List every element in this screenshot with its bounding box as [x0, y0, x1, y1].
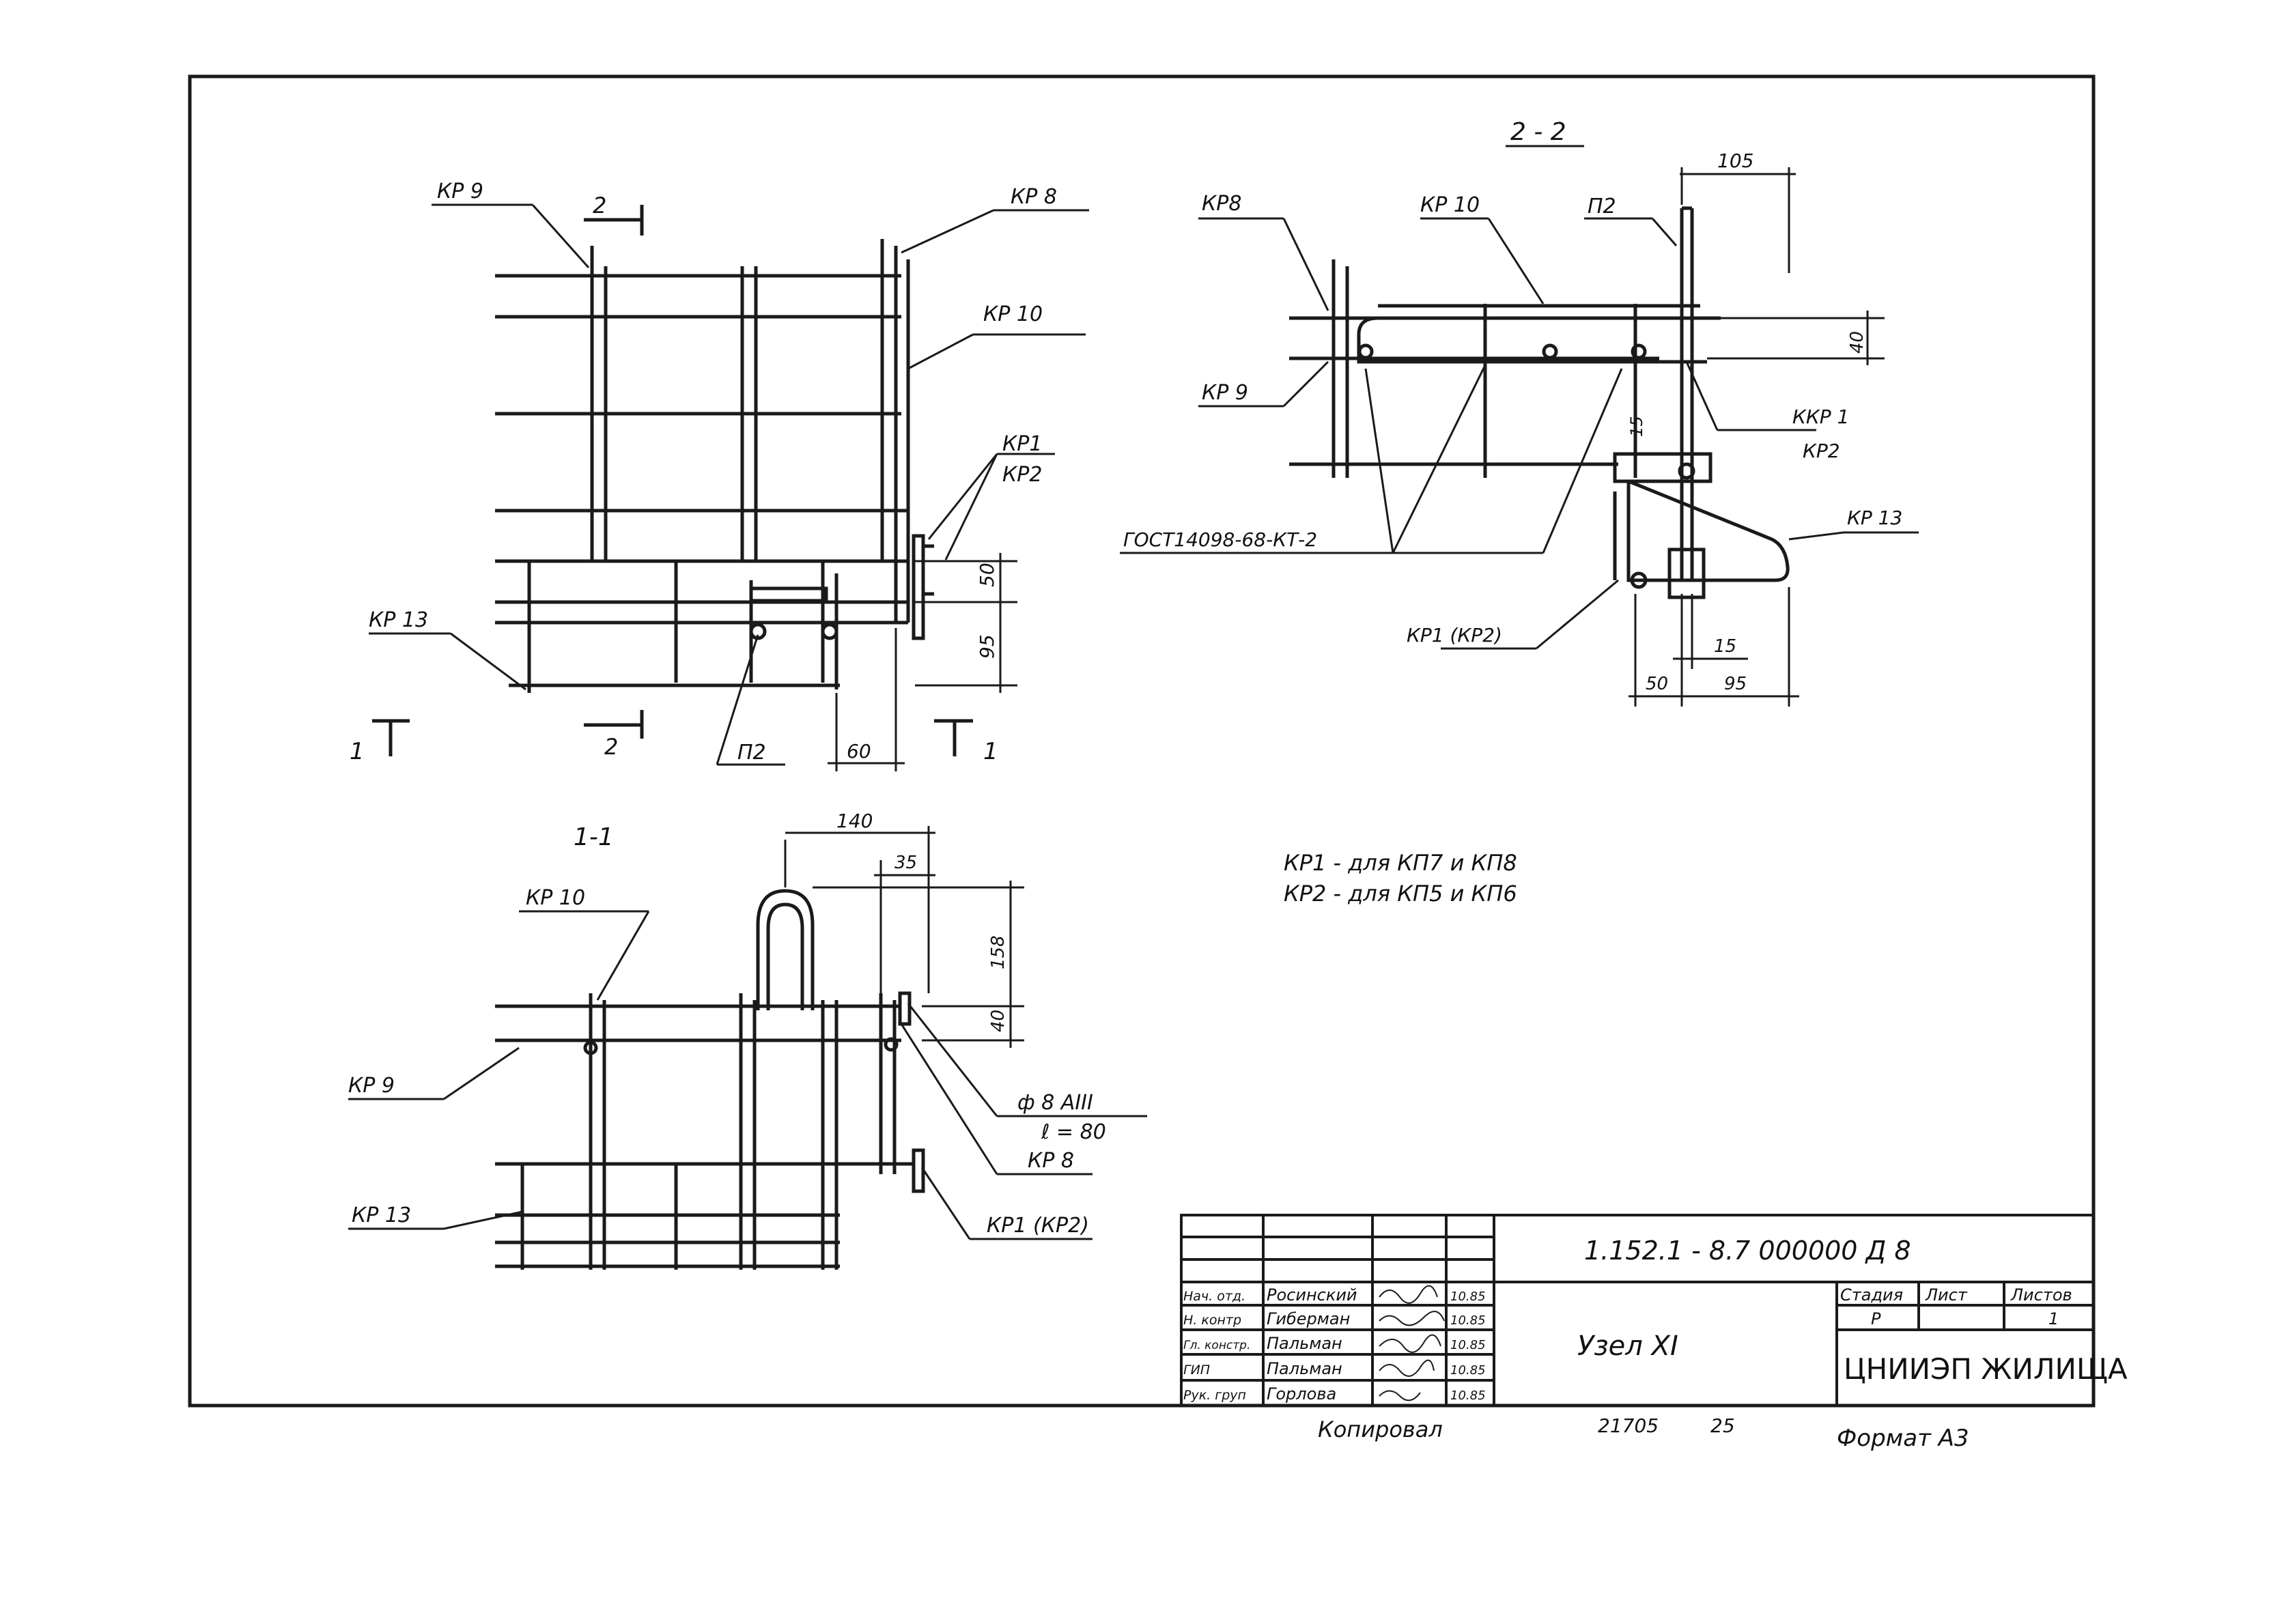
footer-format: Формат А3 — [1837, 1425, 1969, 1452]
row-name: Гиберман — [1267, 1309, 1350, 1328]
signature — [1379, 1334, 1441, 1353]
row-role: ГИП — [1183, 1363, 1210, 1378]
stage-value: Р — [1871, 1309, 1881, 1328]
cut-mark-bottom: 2 — [604, 734, 618, 760]
footer: Копировал 21705 25 Формат А3 — [1318, 1414, 1969, 1452]
s11-label-length: ℓ = 80 — [1041, 1120, 1106, 1144]
s11-label-kr9: КР 9 — [348, 1074, 395, 1098]
footer-copied: Копировал — [1318, 1416, 1443, 1442]
plan-label-p2: П2 — [737, 741, 766, 765]
plan-dim-50: 50 — [976, 562, 998, 587]
stage-header: Стадия — [1840, 1285, 1903, 1305]
s22-label-kr8: КР8 — [1202, 192, 1241, 216]
row-date: 10.85 — [1450, 1290, 1486, 1304]
footer-page: 25 — [1710, 1414, 1735, 1437]
s22-dim-40: 40 — [1847, 331, 1868, 354]
section-1-1-title: 1-1 — [574, 823, 614, 851]
s22-label-kr1kr2: КР1 (КР2) — [1407, 624, 1502, 646]
s22-label-p2: П2 — [1588, 195, 1616, 218]
footer-number: 21705 — [1598, 1414, 1659, 1437]
s11-label-kr13: КР 13 — [352, 1203, 411, 1227]
section-mark-left: 1 — [350, 738, 365, 765]
s22-label-gost: ГОСТ14098-68-КТ-2 — [1123, 528, 1317, 551]
section-2-2-text: 2 - 2 КР8 КР 10 П2 105 40 КР 9 ККР 1 КР2… — [1123, 118, 1902, 694]
s22-label-kr2: КР2 — [1803, 440, 1840, 462]
signature — [1379, 1285, 1438, 1304]
sheet-frame — [188, 74, 2096, 1408]
section-1-1-text: 1-1 140 35 КР 10 158 40 КР 9 ф 8 АIII ℓ … — [348, 810, 1106, 1238]
sheets-header: Листов — [2010, 1285, 2072, 1305]
s22-label-kr13: КР 13 — [1847, 507, 1902, 529]
s11-dim-40: 40 — [988, 1010, 1009, 1032]
s11-label-rebar: ф 8 АIII — [1017, 1091, 1093, 1115]
s11-dim-35: 35 — [894, 853, 917, 873]
s22-dim-50: 50 — [1646, 674, 1668, 694]
s22-dim-15a: 15 — [1627, 416, 1646, 437]
plan-text: КР 9 2 КР 8 КР 10 КР1 КР2 50 95 КР 13 1 … — [350, 180, 1057, 765]
row-name: Пальман — [1267, 1334, 1342, 1353]
title-block-text: 1.152.1 - 8.7 000000 Д 8 Узел XI Стадия … — [1183, 1236, 2128, 1404]
row-role: Гл. констр. — [1183, 1339, 1250, 1352]
plan-label-kr10: КР 10 — [983, 302, 1043, 326]
row-date: 10.85 — [1450, 1313, 1486, 1328]
sheets-value: 1 — [2048, 1309, 2059, 1328]
row-role: Нач. отд. — [1183, 1289, 1245, 1304]
plan-annotations — [369, 203, 1089, 771]
s11-dim-140: 140 — [836, 810, 873, 832]
plan-label-kr2: КР2 — [1002, 463, 1042, 487]
s11-label-kr8: КР 8 — [1028, 1149, 1074, 1173]
s11-label-kr1kr2: КР1 (КР2) — [987, 1214, 1089, 1238]
signature — [1379, 1311, 1445, 1326]
doc-code: 1.152.1 - 8.7 000000 Д 8 — [1584, 1236, 1911, 1266]
s22-label-kr10: КР 10 — [1420, 193, 1480, 217]
s22-dim-105: 105 — [1717, 149, 1753, 172]
sheet-header: Лист — [1925, 1285, 1968, 1305]
plan-view — [372, 205, 973, 756]
cut-mark-top: 2 — [593, 193, 606, 218]
s22-dim-15b: 15 — [1714, 636, 1736, 657]
section-2-2 — [1289, 206, 1790, 599]
s22-label-kr9: КР 9 — [1202, 381, 1248, 405]
row-role: Н. контр — [1183, 1313, 1241, 1328]
drawing-title: Узел XI — [1577, 1330, 1678, 1362]
plan-label-kr9: КР 9 — [437, 180, 483, 203]
plan-label-kr13: КР 13 — [369, 608, 428, 632]
title-block — [1180, 1214, 2095, 1407]
s11-label-kr10: КР 10 — [526, 886, 585, 910]
note-line-1: КР1 - для КП7 и КП8 — [1284, 850, 1517, 876]
signature — [1379, 1359, 1435, 1377]
s22-dim-95: 95 — [1724, 674, 1747, 694]
plan-label-kr8: КР 8 — [1011, 185, 1057, 209]
s11-dim-158: 158 — [988, 935, 1009, 969]
notes: КР1 - для КП7 и КП8 КР2 - для КП5 и КП6 — [1284, 850, 1517, 907]
row-name: Пальман — [1267, 1359, 1342, 1378]
plan-dim-60: 60 — [847, 740, 871, 763]
section-2-2-title: 2 - 2 — [1510, 118, 1566, 146]
row-date: 10.85 — [1450, 1338, 1486, 1352]
section-2-2-annotations — [1120, 145, 1919, 707]
organization: ЦНИИЭП ЖИЛИЩА — [1844, 1352, 2128, 1386]
signature — [1379, 1390, 1421, 1401]
row-role: Рук. груп — [1183, 1388, 1246, 1403]
plan-label-kr1: КР1 — [1002, 432, 1042, 456]
s22-label-kkr1: ККР 1 — [1792, 405, 1849, 428]
row-date: 10.85 — [1450, 1363, 1486, 1378]
section-mark-right: 1 — [983, 738, 998, 765]
row-name: Росинский — [1267, 1285, 1357, 1305]
row-name: Горлова — [1267, 1384, 1336, 1404]
plan-dim-95: 95 — [976, 634, 998, 659]
section-1-1 — [495, 889, 925, 1270]
note-line-2: КР2 - для КП5 и КП6 — [1284, 881, 1517, 907]
row-date: 10.85 — [1450, 1388, 1486, 1403]
section-1-1-annotations — [348, 826, 1147, 1240]
